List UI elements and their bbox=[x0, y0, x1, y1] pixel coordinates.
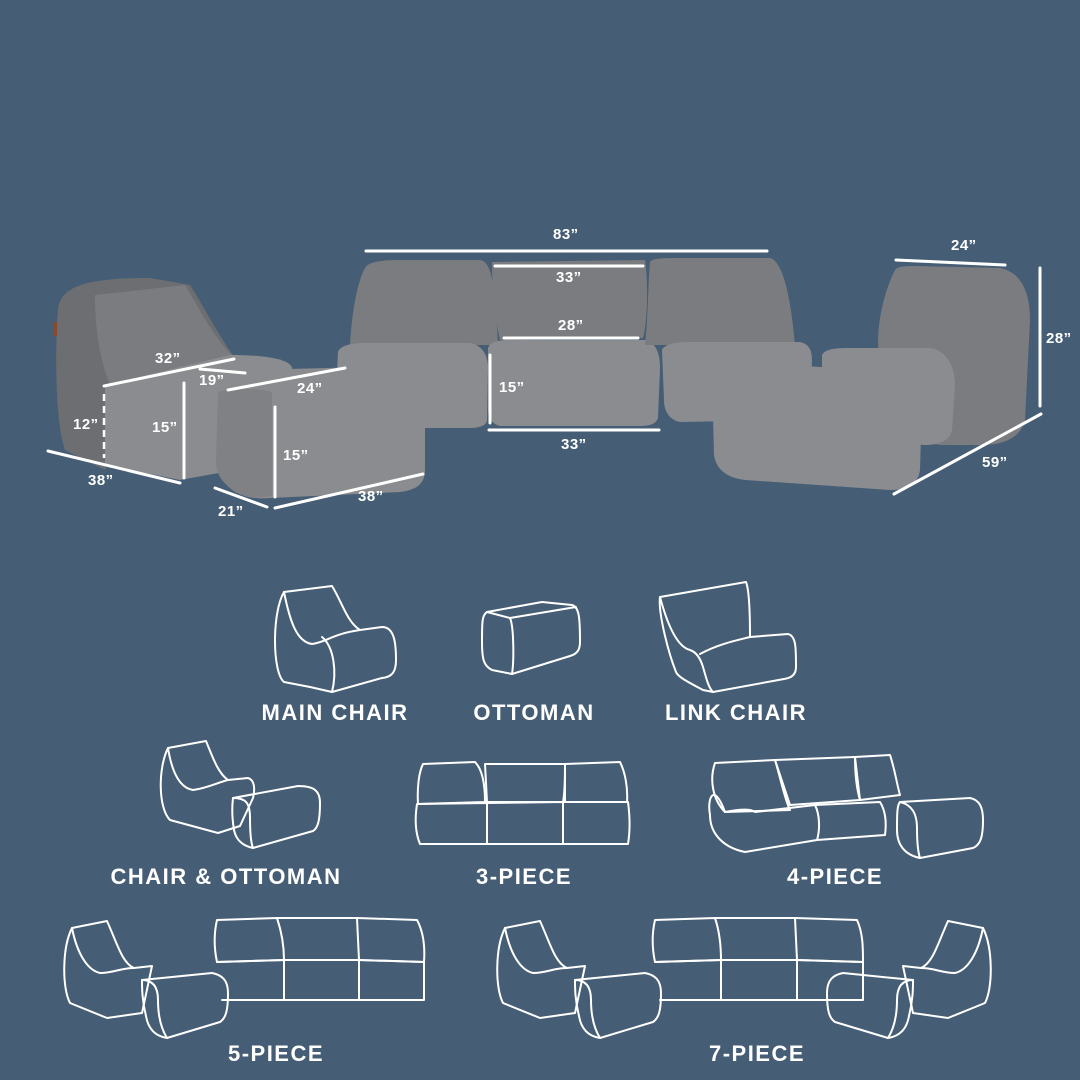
sofa-seat-height-label: 15” bbox=[499, 379, 525, 396]
sofa-back-top-width-label: 33” bbox=[556, 269, 582, 286]
sofa-back-bottom-width-label: 28” bbox=[558, 317, 584, 334]
config-label-4-piece: 4-PIECE bbox=[786, 864, 884, 889]
five-piece-icon bbox=[63, 917, 426, 1039]
dimension-lines bbox=[46, 249, 1043, 510]
config-label-link-chair: LINK CHAIR bbox=[664, 700, 808, 725]
ottoman-icon bbox=[481, 601, 581, 675]
config-label-7-piece: 7-PIECE bbox=[708, 1041, 806, 1066]
chair-and-ottoman-icon bbox=[159, 740, 321, 849]
sofa-overall-width-label: 83” bbox=[553, 226, 579, 243]
main-chair-seat-depth-label: 19” bbox=[199, 372, 225, 389]
config-label-main-chair: MAIN CHAIR bbox=[261, 700, 409, 725]
sofa-seat-width-label: 33” bbox=[561, 436, 587, 453]
main-chair-top-depth-label: 32” bbox=[155, 350, 181, 367]
config-label-chair-and-ottoman: CHAIR & OTTOMAN bbox=[110, 864, 342, 889]
right-chair-depth-label: 59” bbox=[982, 454, 1008, 471]
right-chair-height-label: 28” bbox=[1046, 330, 1072, 347]
main-chair-length-label: 38” bbox=[88, 472, 114, 489]
config-label-5-piece: 5-PIECE bbox=[227, 1041, 325, 1066]
main-chair-icon bbox=[274, 585, 397, 693]
four-piece-icon bbox=[708, 754, 984, 859]
ottoman-right-photo bbox=[712, 362, 922, 490]
ottoman-width-label: 21” bbox=[218, 503, 244, 520]
product-photo bbox=[46, 249, 1043, 510]
config-label-ottoman: OTTOMAN bbox=[473, 700, 595, 725]
right-chair-back-width-label: 24” bbox=[951, 237, 977, 254]
ottoman-top-label: 24” bbox=[297, 380, 323, 397]
sofa-left-module-photo bbox=[335, 260, 498, 428]
three-piece-icon bbox=[414, 761, 631, 845]
main-chair-seat-height-front-label: 15” bbox=[152, 419, 178, 436]
sofa-middle-module-photo bbox=[488, 260, 660, 426]
ottoman-length-label: 38” bbox=[358, 488, 384, 505]
main-chair-seat-height-back-label: 12” bbox=[73, 416, 99, 433]
config-label-3-piece: 3-PIECE bbox=[475, 864, 573, 889]
link-chair-icon bbox=[658, 581, 797, 693]
ottoman-height-label: 15” bbox=[283, 447, 309, 464]
seven-piece-icon bbox=[496, 917, 992, 1039]
